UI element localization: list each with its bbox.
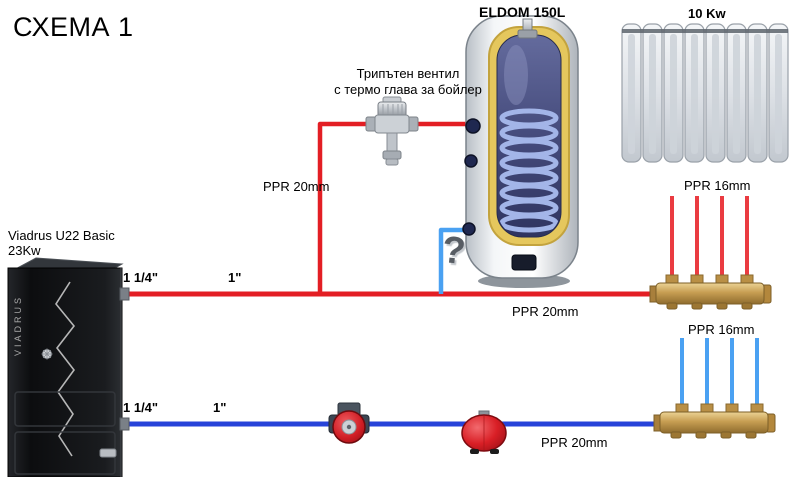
bottom-manifold-ppr-label: PPR 16mm xyxy=(688,322,755,337)
return-manifold-pipes xyxy=(680,338,759,414)
valve-label: Трипътен вентил с термо глава за бойлер xyxy=(306,66,510,99)
supply-riser-pipe xyxy=(317,121,470,294)
top-manifold-ppr-label: PPR 16mm xyxy=(684,178,751,193)
supply-size-boiler-label: 1 1/4" xyxy=(123,270,159,285)
supply-ppr-label: PPR 20mm xyxy=(512,304,579,319)
water-heater-graphic xyxy=(462,15,579,288)
heater-ports xyxy=(462,118,481,236)
heater-thermostat-cover xyxy=(511,254,537,271)
boiler-latch-icon xyxy=(99,448,117,458)
circulation-pump-icon xyxy=(328,402,370,444)
boiler-knob-icon xyxy=(41,348,53,360)
heater-coil xyxy=(499,108,559,233)
valve-label-line2: с термо глава за бойлер xyxy=(334,82,482,98)
pipes xyxy=(120,121,759,427)
return-size-main-label: 1" xyxy=(213,400,227,415)
question-mark: ? xyxy=(439,228,468,274)
boiler-label: Viadrus U22 Basic 23Kw xyxy=(8,228,115,259)
valve-label-line1: Трипътен вентил xyxy=(356,66,460,81)
supply-size-main-label: 1" xyxy=(228,270,242,285)
boiler-label-line2: 23Kw xyxy=(8,242,41,258)
return-ppr-label: PPR 20mm xyxy=(541,435,608,450)
three-way-valve-icon xyxy=(365,96,419,166)
diagram-title: СХЕМА 1 xyxy=(13,12,134,42)
heater-cold-branch-pipe xyxy=(438,227,468,294)
heater-top-fitting-icon xyxy=(517,18,538,39)
radiator-label: 10 Kw xyxy=(688,6,726,21)
boiler-label-line1: Viadrus U22 Basic xyxy=(8,228,115,243)
riser-ppr-label: PPR 20mm xyxy=(263,179,330,194)
supply-manifold-pipes xyxy=(670,196,749,284)
boiler-graphic: VIADRUS xyxy=(7,257,130,477)
boiler-brand-vertical: VIADRUS xyxy=(13,295,23,356)
return-manifold xyxy=(653,403,776,439)
radiator-graphic xyxy=(621,23,789,163)
supply-manifold xyxy=(649,274,772,310)
expansion-vessel-icon xyxy=(461,410,507,454)
return-size-boiler-label: 1 1/4" xyxy=(123,400,159,415)
water-heater-label: ELDOM 150L xyxy=(479,4,566,20)
